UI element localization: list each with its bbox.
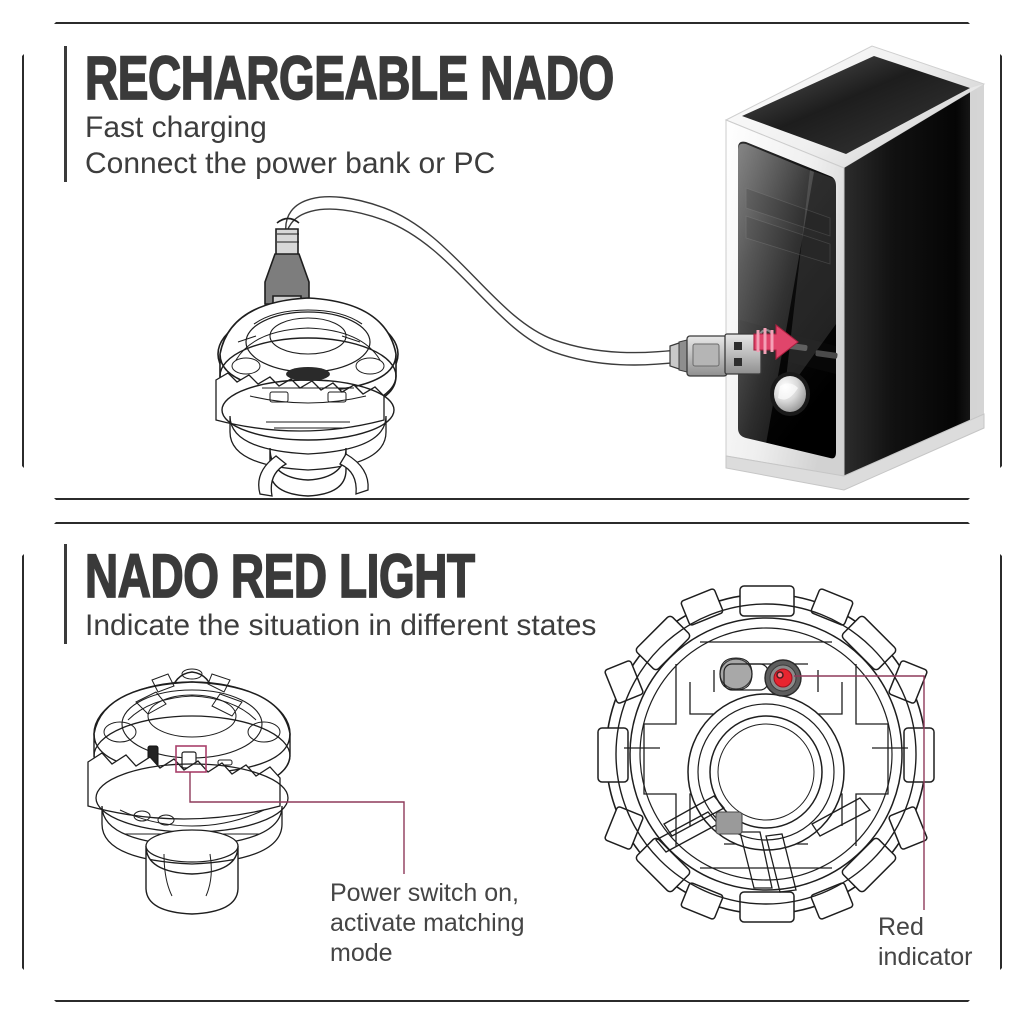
panel-nado-red-light: NADO RED LIGHT Indicate the situation in… (22, 522, 1002, 1002)
usb-plug-icon (670, 334, 761, 376)
insert-arrow-right-icon (754, 325, 798, 359)
spinning-top-icon (216, 219, 398, 497)
panel-redlight-content: NADO RED LIGHT Indicate the situation in… (24, 524, 1000, 1000)
red-indicator-callout-leader (794, 676, 924, 910)
spinning-top-icon (88, 669, 290, 914)
charging-illustration (24, 24, 1000, 498)
charging-subline-1: Fast charging (85, 111, 267, 144)
charging-cable-icon (286, 197, 679, 365)
callout-power-switch-label: Power switch on, activate matching mode (330, 879, 525, 967)
callout-red-indicator-label: Red indicator (878, 913, 973, 971)
charging-text-block: RECHARGEABLE NADO Fast charging Connect … (64, 46, 730, 182)
redlight-illustration (24, 524, 1000, 1000)
panel-charging-content: RECHARGEABLE NADO Fast charging Connect … (24, 24, 1000, 498)
red-led-icon (765, 660, 801, 696)
redlight-text-block: NADO RED LIGHT Indicate the situation in… (64, 544, 596, 644)
panel-rechargeable-nado: RECHARGEABLE NADO Fast charging Connect … (22, 22, 1002, 500)
charging-subline-2: Connect the power bank or PC (85, 147, 496, 180)
power-switch-callout-leader (176, 746, 404, 874)
spinning-top-bottom-view-icon (598, 586, 934, 922)
charging-headline: RECHARGEABLE NADO (85, 42, 614, 113)
redlight-subline-1: Indicate the situation in different stat… (85, 609, 597, 642)
pc-tower-icon (726, 46, 984, 490)
redlight-headline: NADO RED LIGHT (85, 540, 475, 610)
